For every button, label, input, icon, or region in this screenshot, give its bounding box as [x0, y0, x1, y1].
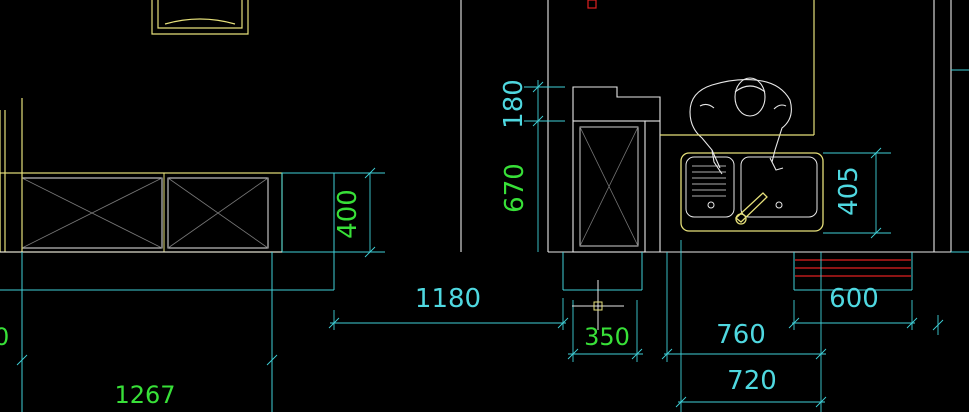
dim-760-label: 760 [716, 320, 766, 350]
dim-1180-label: 1180 [415, 284, 481, 314]
dim-1267-label: 1267 [114, 381, 175, 409]
left-wall-edge [0, 98, 23, 252]
top-fixture [151, 0, 249, 35]
double-sink-icon [680, 152, 824, 232]
dim-670-label: 670 [500, 163, 530, 213]
red-hatch [795, 259, 911, 277]
dim-400-label: 400 [333, 189, 363, 239]
dim-600-label: 600 [829, 284, 879, 314]
dimension-lines [16, 80, 944, 412]
red-marker [587, 0, 597, 9]
sink-counter-outline [572, 86, 661, 252]
dim-partial-label: 0 [0, 323, 9, 351]
cyan-construction-lines [0, 69, 969, 412]
dim-405-label: 405 [834, 166, 864, 216]
person-at-sink-icon [689, 77, 792, 175]
dim-350-label: 350 [584, 323, 630, 351]
dim-720-label: 720 [727, 366, 777, 396]
yellow-frame-upper-right [660, 0, 815, 136]
walls [0, 0, 969, 253]
crosshair-cursor-icon[interactable] [572, 280, 624, 330]
dim-180-label: 180 [499, 79, 529, 129]
